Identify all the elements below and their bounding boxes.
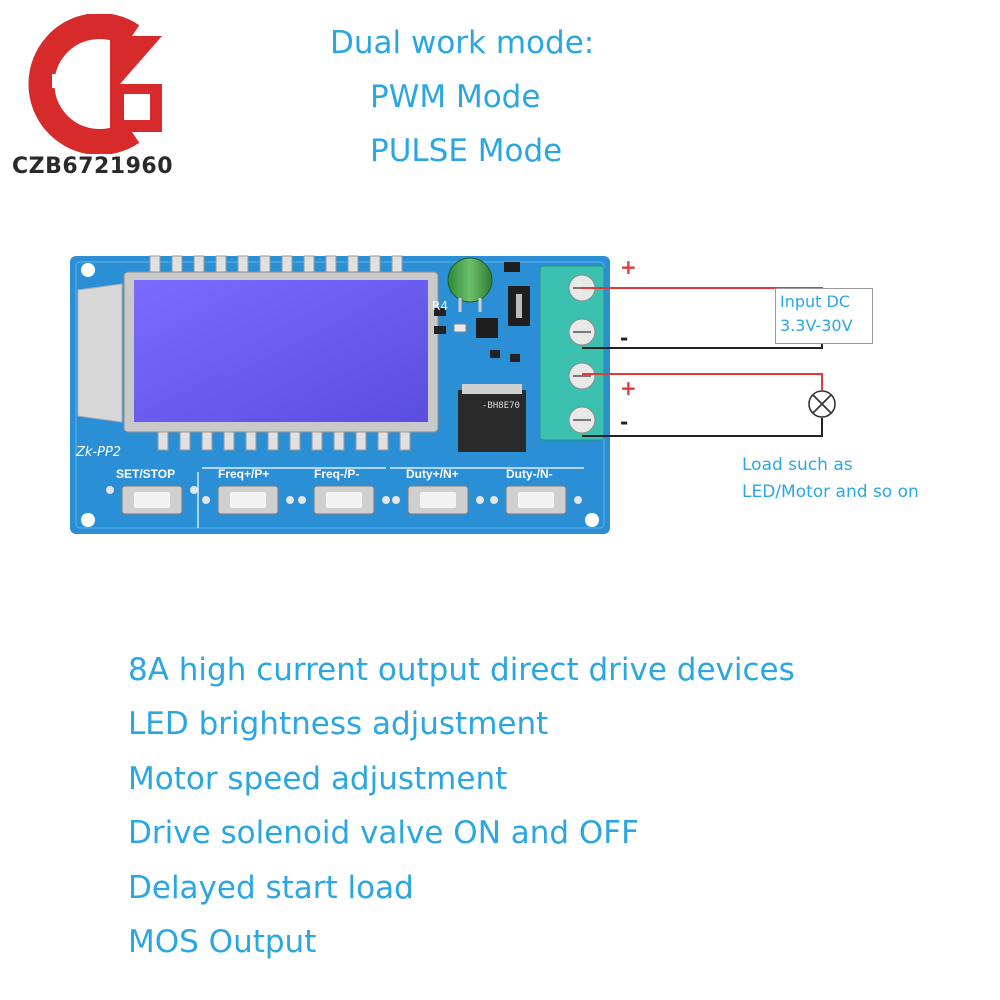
feature-item: Drive solenoid valve ON and OFF <box>128 815 639 851</box>
mount-hole <box>81 263 95 277</box>
output-minus-sign: - <box>620 410 629 434</box>
mount-hole <box>585 513 599 527</box>
input-voltage-label: 3.3V-30V <box>780 316 853 335</box>
load-label-line-1: Load such as <box>742 455 853 475</box>
terminal-block <box>539 265 605 441</box>
button-duty-plus[interactable] <box>407 485 469 515</box>
button-label-duty-plus: Duty+/N+ <box>406 467 459 481</box>
terminal-screws <box>568 274 596 434</box>
output-plus-wire <box>582 373 823 390</box>
feature-item: MOS Output <box>128 924 317 960</box>
load-label-line-2: LED/Motor and so on <box>742 482 919 502</box>
button-set-stop[interactable] <box>121 485 183 515</box>
feature-item: 8A high current output direct drive devi… <box>128 652 795 688</box>
mount-hole <box>81 513 95 527</box>
silk-r4: R4 <box>432 299 448 313</box>
lamp-icon <box>808 390 836 418</box>
lcd-pins-bottom <box>157 431 411 451</box>
czb-logo-icon <box>28 13 162 155</box>
button-label-duty-minus: Duty-/N- <box>506 467 553 481</box>
headline-line-2: PWM Mode <box>370 79 541 115</box>
output-minus-wire <box>582 418 823 437</box>
brand-logo: CZB6721960 <box>12 13 192 184</box>
lcd-screen <box>134 280 428 422</box>
feature-item: LED brightness adjustment <box>128 706 549 742</box>
button-label-freq-minus: Freq-/P- <box>314 467 359 481</box>
headline-line-1: Dual work mode: <box>330 25 595 61</box>
button-duty-minus[interactable] <box>505 485 567 515</box>
pwm-board: -BH8E70 R4 Zk-PP2 SET/STOP Freq+/P+ Freq… <box>70 255 610 534</box>
button-freq-minus[interactable] <box>313 485 375 515</box>
feature-item: Motor speed adjustment <box>128 761 508 797</box>
headline-line-3: PULSE Mode <box>370 133 563 169</box>
mosfet-marking: -BH8E70 <box>482 401 520 411</box>
button-label-set-stop: SET/STOP <box>116 467 175 481</box>
input-dc-label: Input DC <box>780 292 851 311</box>
input-dc-box: Input DC 3.3V-30V <box>775 288 873 344</box>
button-label-freq-plus: Freq+/P+ <box>218 467 269 481</box>
mosfet <box>458 390 526 452</box>
feature-item: Delayed start load <box>128 870 414 906</box>
silk-model: Zk-PP2 <box>75 445 121 460</box>
button-freq-plus[interactable] <box>217 485 279 515</box>
capacitor <box>447 257 493 303</box>
input-plus-sign: + <box>620 255 637 279</box>
input-minus-sign: - <box>620 326 629 350</box>
output-plus-sign: + <box>620 376 637 400</box>
brand-text: CZB6721960 <box>12 154 174 179</box>
